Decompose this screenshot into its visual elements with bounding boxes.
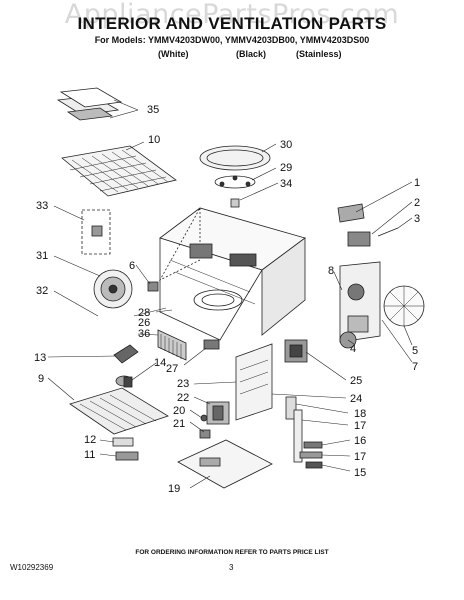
finish-black-label: (Black): [236, 49, 267, 59]
part-8-vent-fan-assembly: [339, 261, 381, 343]
callout-25: 25: [350, 375, 362, 387]
callout-33: 33: [36, 200, 48, 212]
ordering-info-note: FOR ORDERING INFORMATION REFER TO PARTS …: [135, 549, 329, 556]
part-18-door-hinge-bracket: [285, 396, 303, 463]
callout-22: 22: [177, 392, 189, 404]
callout-8: 8: [328, 265, 334, 277]
part-22-transformer: [206, 401, 230, 425]
callout-26: 26: [138, 317, 150, 329]
callout-6: 6: [129, 260, 135, 272]
callout-17b: 17: [354, 451, 366, 463]
part-33-thermal-bracket: [81, 209, 111, 255]
callout-15: 15: [354, 467, 366, 479]
part-27-light-socket: [203, 339, 220, 350]
part-13-blower-motor: [113, 344, 139, 388]
page-title: INTERIOR AND VENTILATION PARTS: [77, 14, 387, 33]
callout-16: 16: [354, 435, 366, 447]
part-23-air-guide-cover: [235, 343, 273, 421]
callout-9: 9: [38, 373, 44, 385]
watermark-text: AppliancePartsPros.com: [64, 0, 400, 30]
callout-7: 7: [412, 361, 418, 373]
part-34-coupler: [230, 198, 240, 208]
part-3-fuse: [377, 227, 399, 237]
part-25-magnetron: [284, 339, 308, 363]
callout-29: 29: [280, 162, 292, 174]
callout-18: 18: [354, 408, 366, 420]
callout-2: 2: [414, 197, 420, 209]
callout-5: 5: [412, 345, 418, 357]
document-number: W10292369: [10, 563, 54, 572]
callout-13: 13: [34, 352, 46, 364]
part-20-screw: [200, 414, 208, 422]
callout-23: 23: [177, 378, 189, 390]
finish-white-label: (White): [158, 49, 189, 59]
part-21-diode: [199, 429, 211, 439]
callout-11: 11: [84, 449, 95, 461]
parts-15-16-17-interlock-switches: [299, 441, 323, 469]
part-12-lamp-lens: [112, 437, 134, 447]
part-9-bottom-vent-tray: [69, 387, 169, 435]
part-10-grease-grille: [61, 145, 177, 197]
callout-36: 36: [138, 328, 150, 340]
part-36-vent-grille: [157, 329, 187, 361]
part-35-charcoal-filters: [56, 87, 123, 121]
part-31-stirrer-fan: [93, 269, 133, 309]
callout-1: 1: [414, 177, 420, 189]
callout-3: 3: [414, 213, 420, 225]
callout-21: 21: [173, 418, 185, 430]
callout-19: 19: [168, 483, 180, 495]
oven-cavity-assembly: [159, 206, 306, 341]
part-5-blower-wheel: [383, 285, 425, 327]
models-line: For Models: YMMV4203DW00, YMMV4203DB00, …: [94, 35, 370, 45]
callout-20: 20: [173, 405, 185, 417]
callout-32: 32: [36, 285, 48, 297]
part-1-thermostat: [337, 203, 365, 223]
callout-10: 10: [148, 134, 160, 146]
part-2-fuse-holder: [347, 231, 371, 247]
callout-17a: 17: [354, 420, 366, 432]
part-6-stirrer-motor: [147, 281, 159, 292]
finish-stainless-label: (Stainless): [296, 49, 342, 59]
callout-12: 12: [84, 434, 96, 446]
callout-14: 14: [154, 357, 166, 369]
part-30-glass-turntable: [199, 145, 271, 171]
callout-27: 27: [166, 363, 178, 375]
part-11-lamp-cover: [115, 451, 139, 461]
callout-35: 35: [147, 104, 159, 116]
part-19-base-plate: [177, 439, 273, 489]
callout-31: 31: [36, 250, 48, 262]
callout-24: 24: [350, 393, 362, 405]
page-number: 3: [229, 563, 234, 572]
callout-28: 28: [138, 307, 150, 319]
callout-4: 4: [350, 343, 356, 355]
callout-34: 34: [280, 178, 292, 190]
callout-30: 30: [280, 139, 292, 151]
part-29-turntable-support: [214, 175, 256, 189]
